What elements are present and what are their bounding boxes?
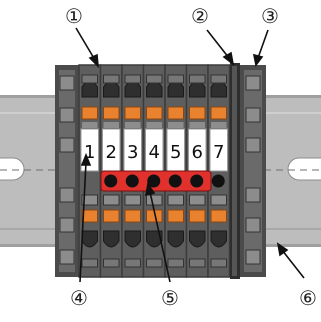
clamp-opening-icon — [210, 230, 227, 248]
push-button-icon — [103, 106, 120, 120]
callout-2: ② — [191, 4, 209, 28]
right-end-plate — [240, 65, 266, 277]
terminal-block: 7 — [207, 64, 231, 278]
push-button-icon — [81, 106, 98, 120]
push-button-icon — [124, 106, 141, 120]
clamp-opening-icon — [189, 230, 206, 248]
push-button-icon — [210, 106, 227, 120]
callout-4: ④ — [70, 286, 88, 310]
jumper-contact-icon — [168, 174, 182, 188]
push-button-icon — [189, 209, 206, 223]
marker-number: 3 — [127, 142, 138, 163]
clamp-opening-icon — [167, 230, 184, 248]
terminal-block: 6 — [185, 64, 209, 278]
jumper-contact-icon — [147, 174, 161, 188]
push-button-icon — [167, 209, 184, 223]
marker-number: 7 — [213, 142, 224, 163]
jumper-contact-icon — [190, 174, 204, 188]
clamp-opening-icon — [146, 230, 163, 248]
push-button-icon — [81, 209, 98, 223]
push-button-icon — [103, 209, 120, 223]
push-button-icon — [124, 209, 141, 223]
clamp-opening-icon — [103, 230, 120, 248]
marker-number: 6 — [192, 142, 203, 163]
rail-slot-right — [287, 157, 321, 181]
jumper-contact-icon — [104, 174, 118, 188]
marker-number: 2 — [106, 142, 117, 163]
marker-number: 4 — [149, 142, 160, 163]
marker-number: 5 — [170, 142, 181, 163]
push-button-icon — [146, 106, 163, 120]
clamp-opening-icon — [124, 230, 141, 248]
leader-lines — [75, 27, 305, 283]
marker-number: 1 — [84, 142, 95, 163]
callout-6: ⑥ — [299, 286, 317, 310]
push-button-icon — [210, 209, 227, 223]
jumper-contact-icon — [211, 174, 225, 188]
left-end-plate — [55, 65, 79, 277]
clamp-opening-icon — [81, 230, 98, 248]
terminal-block: 1 — [78, 64, 102, 278]
rail-slot-left — [0, 157, 25, 181]
push-button-icon — [189, 106, 206, 120]
callout-5: ⑤ — [161, 286, 179, 310]
marker-label — [209, 128, 228, 172]
callout-1: ① — [65, 4, 83, 28]
jumper-bar — [100, 170, 225, 192]
jumper-contact-icon — [125, 174, 139, 188]
callout-3: ③ — [261, 4, 279, 28]
end-stopper — [230, 63, 240, 279]
push-button-icon — [167, 106, 184, 120]
